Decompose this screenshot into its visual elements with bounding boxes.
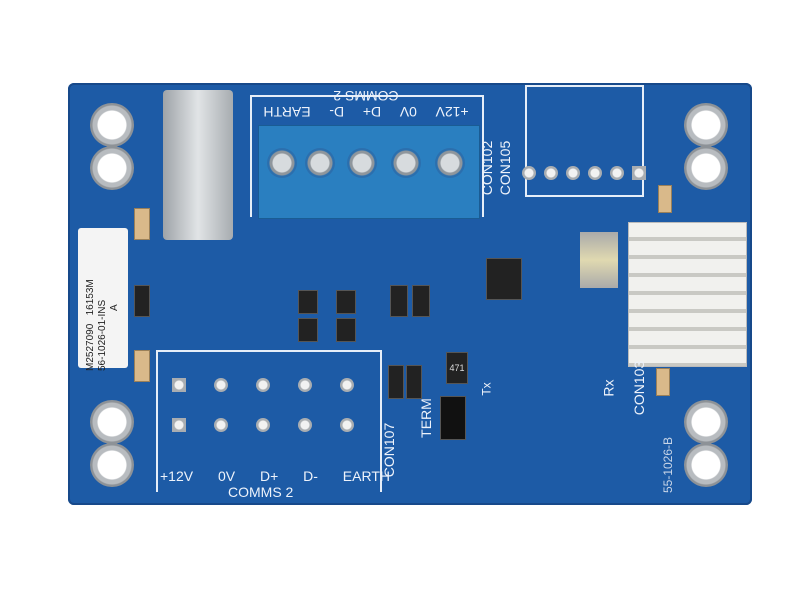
pin-label: 0V [399, 104, 417, 120]
screw-terminal[interactable] [391, 148, 421, 178]
pin-row [172, 378, 354, 392]
rx-label: Rx [600, 379, 617, 397]
mounting-hole [684, 146, 728, 190]
resistor [134, 285, 150, 317]
diode [388, 365, 404, 399]
diode [336, 290, 356, 314]
capacitor [134, 350, 150, 382]
con105-label: CON105 [497, 140, 514, 196]
mounting-hole [684, 400, 728, 444]
sticker-model: 56-1026-01-INS [97, 299, 108, 371]
screw-terminal[interactable] [305, 148, 335, 178]
mounting-hole [684, 443, 728, 487]
screw-terminal[interactable] [347, 148, 377, 178]
ic-chip [486, 258, 522, 300]
pin-label: D- [303, 468, 318, 484]
diode [336, 318, 356, 342]
pin-label: D+ [362, 104, 382, 120]
con107-label: CON107 [381, 422, 398, 478]
screw-terminal[interactable] [267, 148, 297, 178]
mounting-hole [684, 103, 728, 147]
pin-header [522, 166, 646, 180]
mounting-hole [90, 400, 134, 444]
term-jumper[interactable] [440, 396, 466, 440]
top-connector-labels: +12V 0V D+ D- EARTH COMMS 2 [250, 88, 482, 120]
pin-row [172, 418, 354, 432]
mounting-hole [90, 103, 134, 147]
pin-label: 0V [217, 468, 236, 484]
term-label: TERM [417, 398, 434, 438]
inductor: 471 [446, 352, 468, 384]
transistor [390, 285, 408, 317]
tx-label: Tx [479, 382, 494, 396]
pin-label: D+ [259, 468, 279, 484]
con102-label: CON102 [479, 140, 496, 196]
white-connector[interactable] [628, 222, 747, 367]
diode [298, 318, 318, 342]
con103-label: CON103 [631, 360, 648, 416]
pin-label: +12V [435, 104, 469, 120]
mounting-hole [90, 443, 134, 487]
spade-terminal [163, 90, 233, 240]
relay-component [580, 232, 618, 288]
capacitor [658, 185, 672, 213]
top-connector-group: COMMS 2 [333, 88, 399, 104]
diode [406, 365, 422, 399]
bottom-connector-labels: +12V 0V D+ D- EARTH [160, 468, 390, 484]
bottom-connector-group: COMMS 2 [228, 484, 294, 500]
pin-label: +12V [160, 468, 194, 484]
capacitor [134, 208, 150, 240]
capacitor [656, 368, 670, 396]
transistor [412, 285, 430, 317]
pin-label: D- [329, 104, 345, 120]
sticker-code: 16153M [85, 279, 96, 316]
top-connector-outline [250, 95, 484, 217]
bottom-connector-outline [156, 350, 382, 492]
pin-label: EARTH [342, 468, 390, 484]
mounting-hole [90, 146, 134, 190]
diode [298, 290, 318, 314]
board-id: 55-1026-B [661, 436, 676, 494]
screw-terminal[interactable] [435, 148, 465, 178]
pin-header-outline [525, 85, 644, 197]
sticker-rev: A [109, 304, 120, 311]
sticker-part: M2527090 [85, 323, 96, 371]
label-sticker: M2527090 16153M 56-1026-01-INS A [78, 228, 128, 371]
pin-label: EARTH [263, 104, 311, 120]
